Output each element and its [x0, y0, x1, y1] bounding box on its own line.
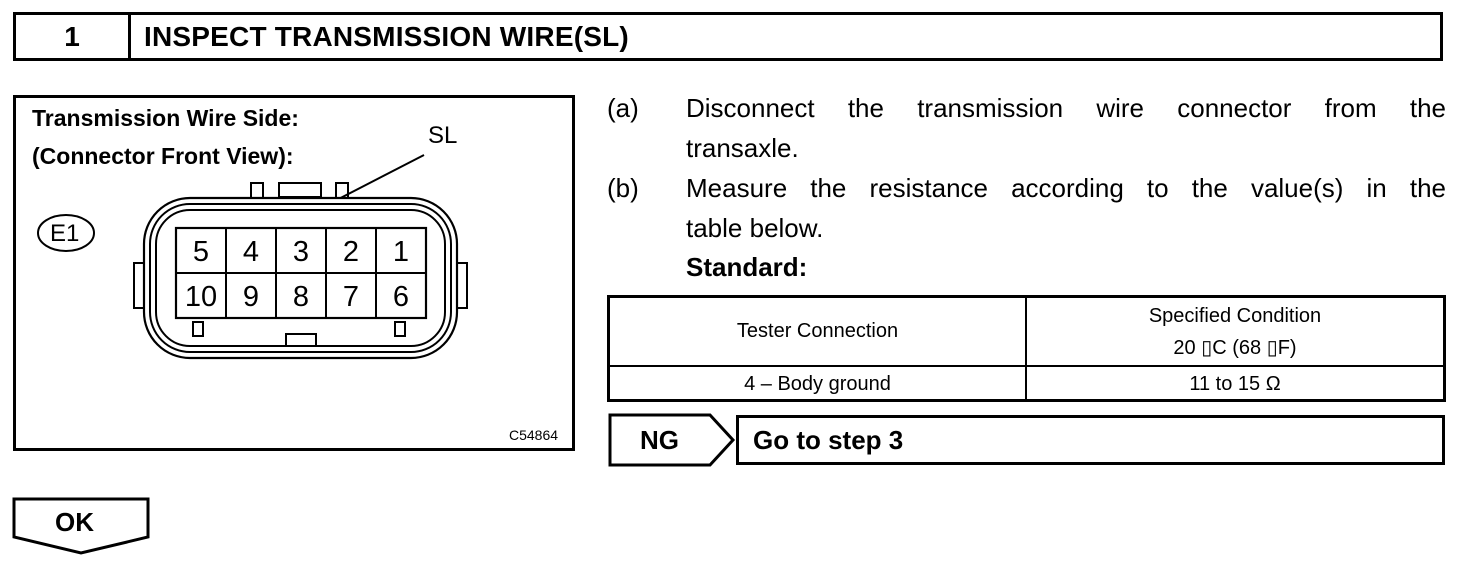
connector-id-label: E1 [50, 220, 80, 247]
sl-pin-label: SL [428, 122, 458, 149]
pin-label: 6 [392, 281, 410, 313]
pin-label: 4 [242, 236, 260, 268]
pin-label: 8 [292, 281, 310, 313]
pin-label: 10 [184, 281, 218, 313]
connector-diagram [37, 154, 468, 360]
pin-label: 9 [242, 281, 260, 313]
step-a-label: (a) [607, 93, 639, 123]
step-number: 1 [16, 15, 131, 58]
ng-arrow-icon [608, 413, 736, 467]
step-b-text-line1: Measure the resistance according to the … [686, 173, 1446, 203]
ng-label: NG [640, 425, 679, 455]
figure-title-line1: Transmission Wire Side: [32, 105, 299, 131]
step-a-text-line2: transaxle. [686, 133, 799, 163]
ok-label: OK [55, 507, 94, 537]
step-header: 1 INSPECT TRANSMISSION WIRE(SL) [13, 12, 1443, 61]
ng-action-text: Go to step 3 [753, 424, 904, 455]
figure-code: C54864 [509, 427, 559, 443]
table-header-condition: Specified Condition [1148, 305, 1322, 327]
step-b-text-line2: table below. [686, 213, 824, 243]
ok-arrow-icon [12, 497, 150, 555]
step-a-text-line1: Disconnect the transmission wire connect… [686, 93, 1446, 123]
ng-action-box: Go to step 3 [736, 415, 1445, 465]
table-row-divider [610, 365, 1443, 367]
figure-title-line2: (Connector Front View): [32, 143, 294, 169]
pin-label: 5 [192, 236, 210, 268]
pin-label: 1 [392, 236, 410, 268]
table-cell-condition: 11 to 15 Ω [1189, 373, 1281, 395]
step-b-label: (b) [607, 173, 639, 203]
table-cell-connection: 4 – Body ground [744, 373, 891, 395]
pin-label: 7 [342, 281, 360, 313]
spec-table: Tester Connection Specified Condition 20… [607, 295, 1446, 402]
pin-label: 3 [292, 236, 310, 268]
table-col-divider [1025, 298, 1027, 399]
table-header-condition-temp: 20 ▯C (68 ▯F) [1173, 337, 1297, 359]
pin-label: 2 [342, 236, 360, 268]
table-header-connection: Tester Connection [736, 320, 899, 342]
step-title: INSPECT TRANSMISSION WIRE(SL) [144, 20, 629, 52]
standard-label: Standard: [686, 252, 808, 282]
connector-figure: Transmission Wire Side: (Connector Front… [13, 95, 575, 451]
